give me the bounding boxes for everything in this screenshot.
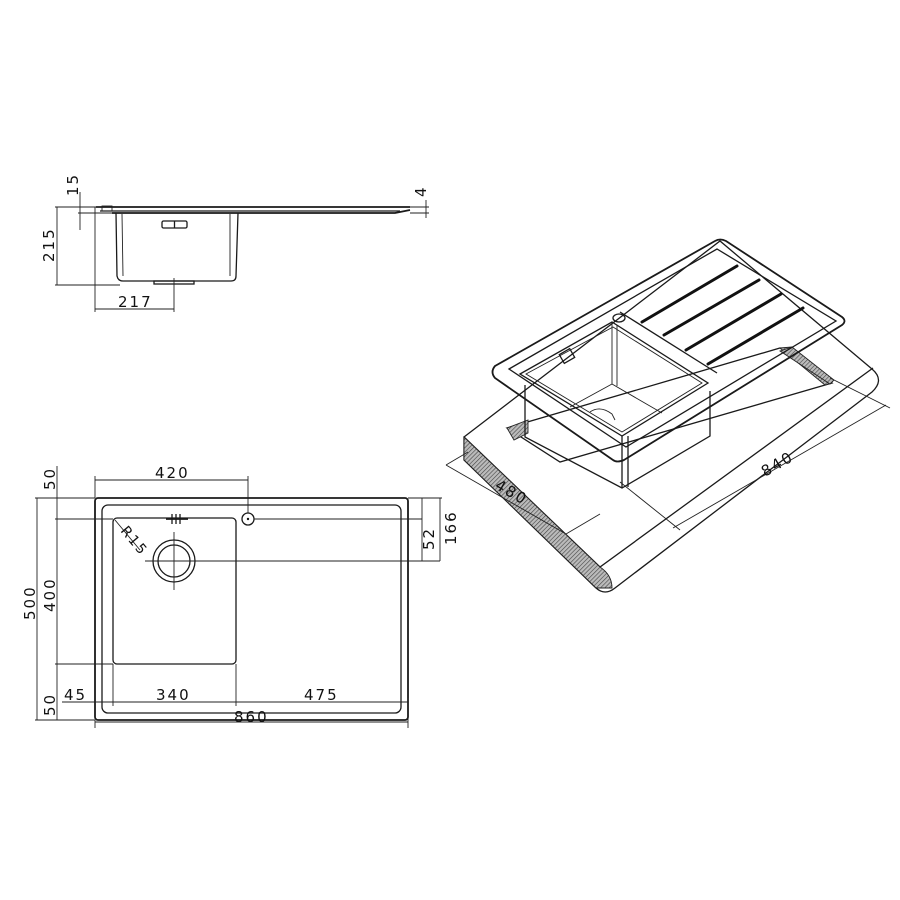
dim-15: 15 [64, 173, 82, 196]
dim-50-top: 50 [41, 467, 59, 490]
dim-45: 45 [64, 686, 87, 704]
side-view: 15 215 217 4 [40, 173, 430, 312]
dim-475: 475 [304, 686, 339, 704]
plan-view: R15 420 500 50 400 50 52 166 45 [21, 464, 460, 728]
dim-217: 217 [118, 293, 153, 311]
dim-4: 4 [412, 185, 430, 197]
dim-52: 52 [420, 527, 438, 550]
dim-400: 400 [41, 577, 59, 612]
dim-50-bottom: 50 [41, 693, 59, 716]
dim-215: 215 [40, 227, 58, 262]
isometric-view: 480 840 [445, 238, 891, 593]
dim-420: 420 [155, 464, 190, 482]
dim-166: 166 [442, 510, 460, 545]
dim-r15: R15 [117, 523, 151, 559]
dim-840: 840 [758, 448, 797, 481]
dim-860: 860 [234, 708, 269, 726]
dim-500: 500 [21, 585, 39, 620]
dim-340: 340 [156, 686, 191, 704]
